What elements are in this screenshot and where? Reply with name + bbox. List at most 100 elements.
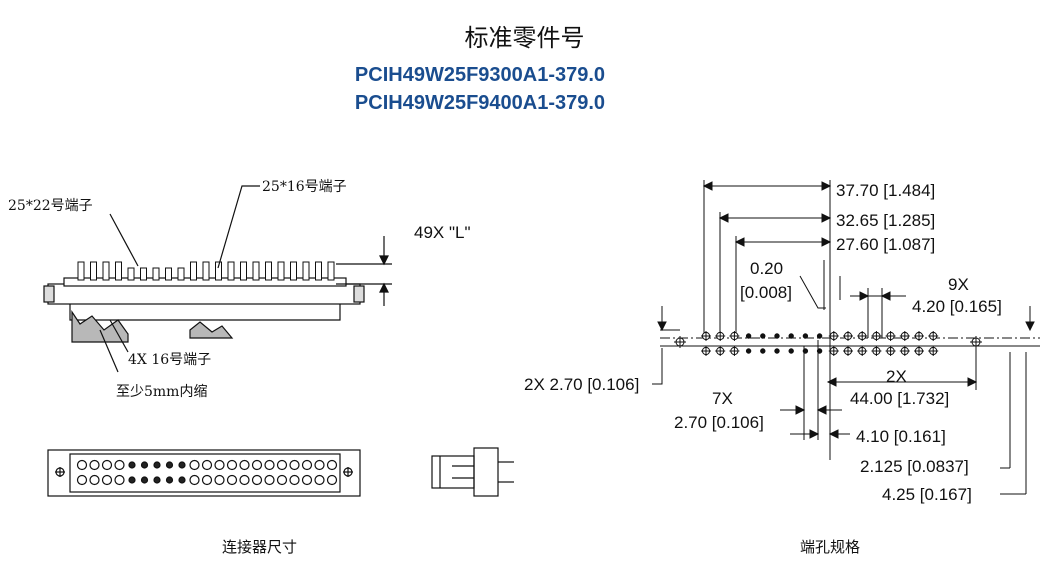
connector-pin xyxy=(277,261,285,281)
connector-pin xyxy=(165,267,172,281)
face-hole xyxy=(76,459,88,471)
connector-pin xyxy=(227,261,235,281)
face-hole xyxy=(178,476,186,484)
face-hole xyxy=(189,474,200,486)
face-hole xyxy=(326,474,338,486)
face-hole xyxy=(214,474,225,486)
pattern-dot xyxy=(745,333,752,339)
face-hole xyxy=(201,474,213,486)
pattern-dot xyxy=(760,348,766,354)
connector-pin xyxy=(265,261,272,281)
connector-pin xyxy=(127,267,135,281)
pattern-dot xyxy=(816,333,823,339)
connector-pin xyxy=(215,261,222,281)
dim-2x: 2X xyxy=(886,367,907,386)
dim-9x: 9X xyxy=(948,275,969,294)
pattern-dot xyxy=(816,348,823,354)
dim-4-10: 4.10 [0.161] xyxy=(856,427,946,446)
face-hole xyxy=(114,459,125,471)
pattern-dot xyxy=(774,333,780,339)
face-hole xyxy=(128,476,136,484)
connector-end-view xyxy=(431,447,514,497)
dim-2-70: 2.70 [0.106] xyxy=(674,413,764,432)
face-hole xyxy=(264,474,275,486)
face-hole xyxy=(289,459,300,471)
pattern-dot xyxy=(760,333,766,339)
connector-pin xyxy=(302,261,310,281)
dim-37-70: 37.70 [1.484] xyxy=(836,181,935,200)
face-hole xyxy=(226,474,238,486)
hole-pattern-drawing xyxy=(652,180,1040,495)
pattern-dot xyxy=(788,333,794,339)
dim-2x-2-70: 2X 2.70 [0.106] xyxy=(524,375,639,394)
dim-27-60: 27.60 [1.087] xyxy=(836,235,935,254)
face-hole xyxy=(326,459,338,471)
callout-25x16: 25*16号端子 xyxy=(262,179,347,195)
dim-44-00: 44.00 [1.732] xyxy=(850,389,949,408)
face-hole xyxy=(276,474,288,486)
face-hole xyxy=(276,459,288,471)
part-number-1: PCIH49W25F9300A1-379.0 xyxy=(354,64,606,86)
face-hole xyxy=(226,459,238,471)
callout-25x22: 25*22号端子 xyxy=(8,198,93,214)
pattern-dot xyxy=(802,333,809,339)
dim-0-20: 0.20 xyxy=(750,259,783,278)
connector-face-view xyxy=(47,449,361,497)
face-hole xyxy=(189,459,200,471)
connector-pin xyxy=(252,261,260,281)
face-hole xyxy=(101,459,113,471)
connector-pin xyxy=(202,261,210,281)
face-hole xyxy=(239,474,250,486)
dim-4-25: 4.25 [0.167] xyxy=(882,485,972,504)
face-hole xyxy=(114,474,125,486)
connector-pin xyxy=(77,261,85,281)
connector-pin xyxy=(152,267,160,281)
face-hole xyxy=(251,459,263,471)
face-hole xyxy=(89,474,100,486)
page-title: 标准零件号 xyxy=(464,24,585,52)
dim-2-125: 2.125 [0.0837] xyxy=(860,457,969,476)
face-hole xyxy=(165,461,174,469)
dim-32-65: 32.65 [1.285] xyxy=(836,211,935,230)
face-hole xyxy=(314,459,325,471)
connector-pin xyxy=(140,267,147,281)
dim-7x: 7X xyxy=(712,389,733,408)
face-hole xyxy=(140,461,149,469)
face-hole xyxy=(128,461,136,469)
face-hole xyxy=(165,476,174,484)
face-hole xyxy=(153,476,161,484)
face-hole xyxy=(239,459,250,471)
connector-pin xyxy=(327,261,335,281)
face-hole xyxy=(178,461,186,469)
face-hole xyxy=(140,476,149,484)
connector-pin xyxy=(315,261,322,281)
dim-4-20: 4.20 [0.165] xyxy=(912,297,1002,316)
face-hole xyxy=(214,459,225,471)
part-number-2: PCIH49W25F9400A1-379.0 xyxy=(354,92,606,114)
connector-pin xyxy=(102,261,110,281)
connector-pin xyxy=(115,261,122,281)
face-hole xyxy=(251,474,263,486)
face-hole xyxy=(264,459,275,471)
connector-pin xyxy=(90,261,97,281)
dim-0-008: [0.008] xyxy=(740,283,792,302)
face-hole xyxy=(289,474,300,486)
connector-side-view xyxy=(43,185,392,373)
callout-4x16: 4X 16号端子 xyxy=(128,352,211,368)
face-hole xyxy=(201,459,213,471)
face-hole xyxy=(301,474,313,486)
face-hole xyxy=(89,459,100,471)
hole-pattern-caption: 端孔规格 xyxy=(800,538,860,556)
pattern-dot xyxy=(745,348,752,354)
face-hole xyxy=(76,474,88,486)
connector-pin xyxy=(190,261,197,281)
face-hole xyxy=(101,474,113,486)
face-hole xyxy=(153,461,161,469)
length-label: 49X "L" xyxy=(414,223,471,242)
face-hole xyxy=(301,459,313,471)
connector-pin xyxy=(240,261,247,281)
face-hole xyxy=(314,474,325,486)
connector-caption: 连接器尺寸 xyxy=(222,538,297,556)
connector-pin xyxy=(177,267,185,281)
